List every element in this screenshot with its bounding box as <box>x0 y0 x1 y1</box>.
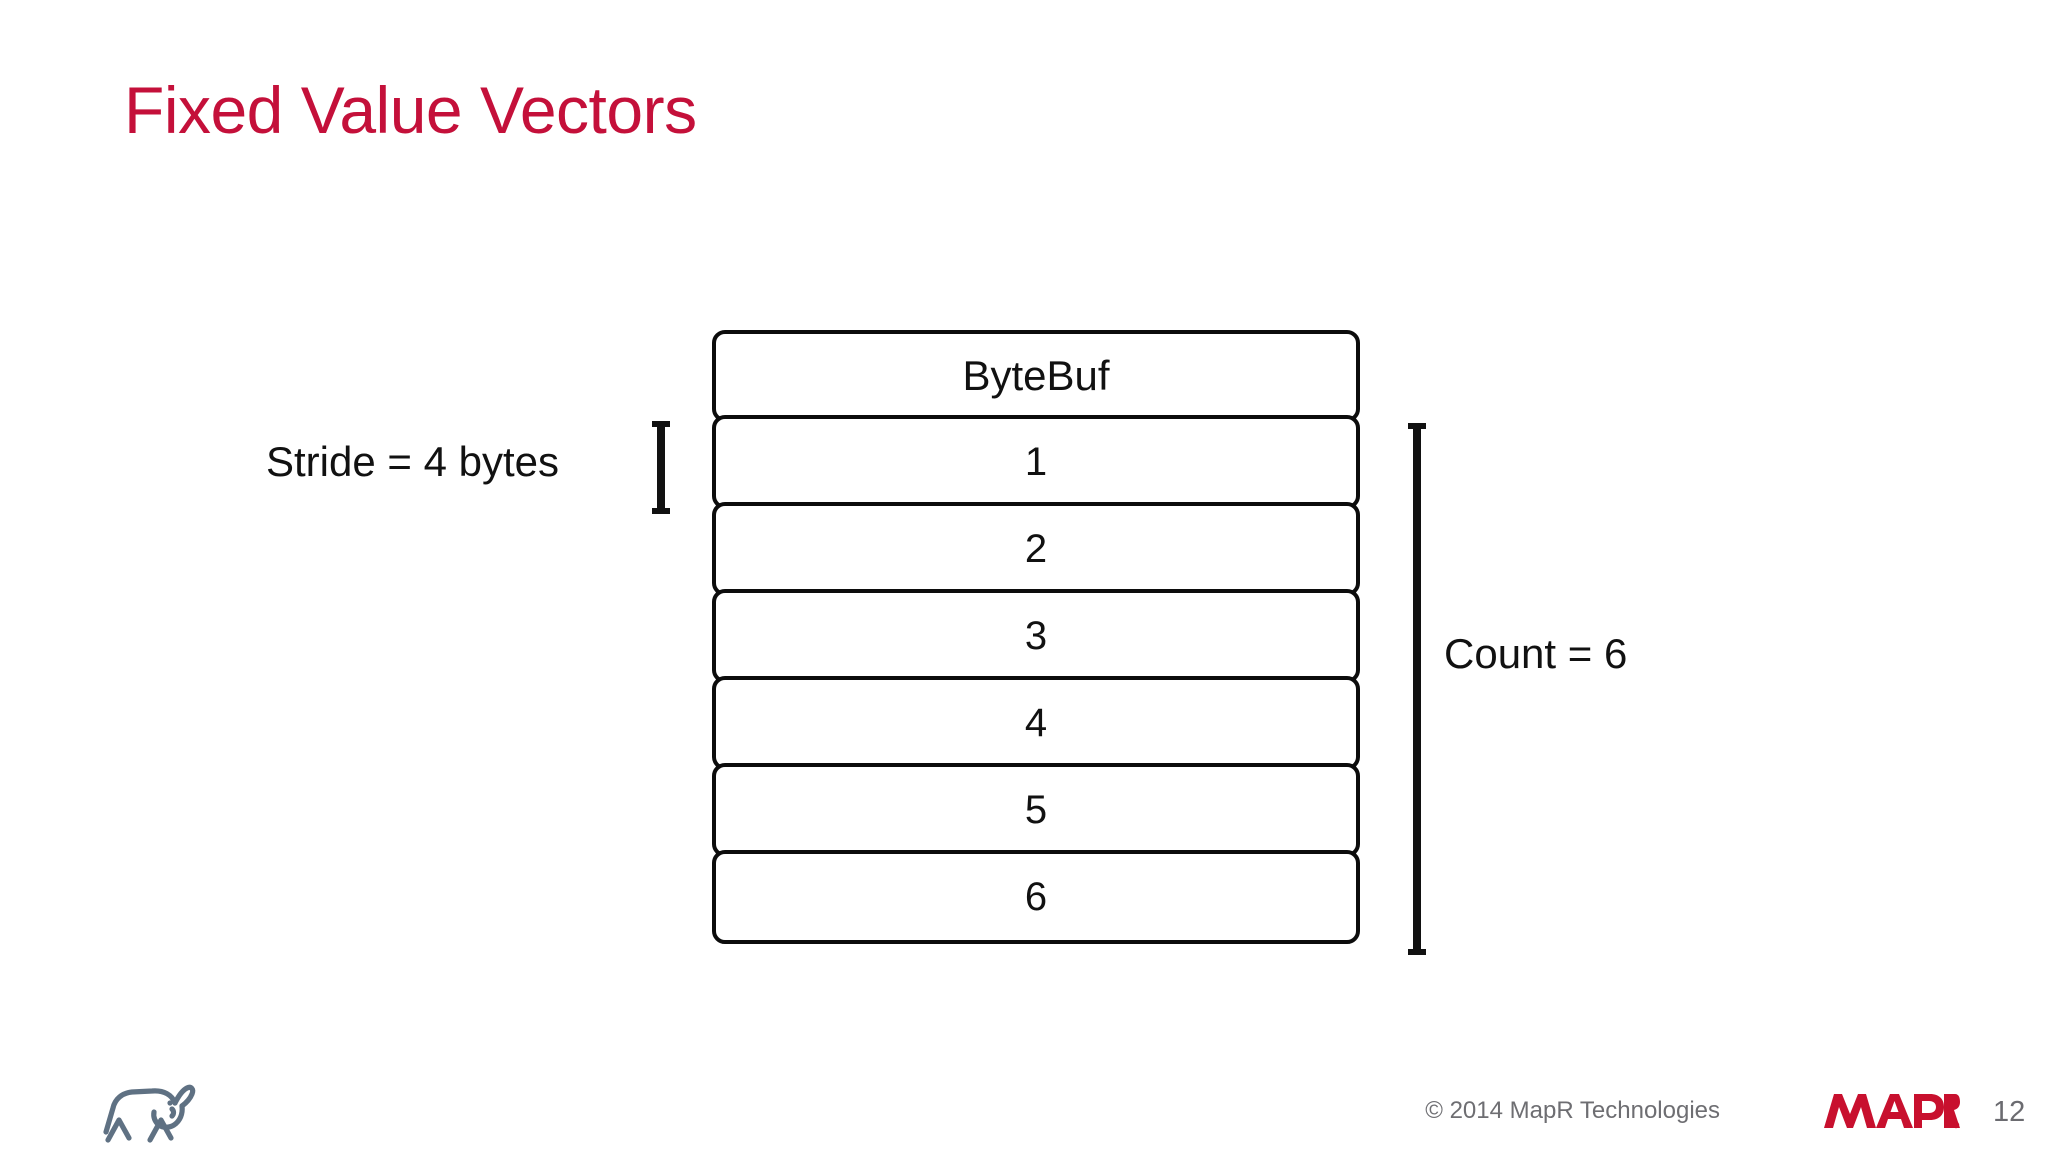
stride-bracket-bottom-tip <box>652 508 670 514</box>
bytebuf-value-cell: 4 <box>712 676 1360 770</box>
bytebuf-value-cell: 6 <box>712 850 1360 944</box>
page-number: 12 <box>1993 1096 2026 1128</box>
bytebuf-value-cell: 3 <box>712 589 1360 683</box>
stride-label: Stride = 4 bytes <box>266 438 559 485</box>
copyright-text: © 2014 MapR Technologies <box>1425 1097 1720 1124</box>
stride-bracket-bar <box>657 421 665 514</box>
bytebuf-value-cell: 5 <box>712 763 1360 857</box>
bytebuf-value-cell: 1 <box>712 415 1360 509</box>
count-label: Count = 6 <box>1444 630 1628 677</box>
page-title: Fixed Value Vectors <box>124 73 697 147</box>
bytebuf-value-cell: 2 <box>712 502 1360 596</box>
stride-bracket <box>652 421 672 514</box>
bytebuf-header-cell: ByteBuf <box>712 330 1360 422</box>
bytebuf-stack: ByteBuf 1 2 3 4 5 6 <box>712 330 1360 944</box>
count-bracket-bottom-tip <box>1408 949 1426 955</box>
count-bracket-bar <box>1413 423 1421 955</box>
count-bracket <box>1408 423 1428 955</box>
elephant-icon <box>86 1068 202 1144</box>
mapr-logo <box>1822 1088 1960 1134</box>
